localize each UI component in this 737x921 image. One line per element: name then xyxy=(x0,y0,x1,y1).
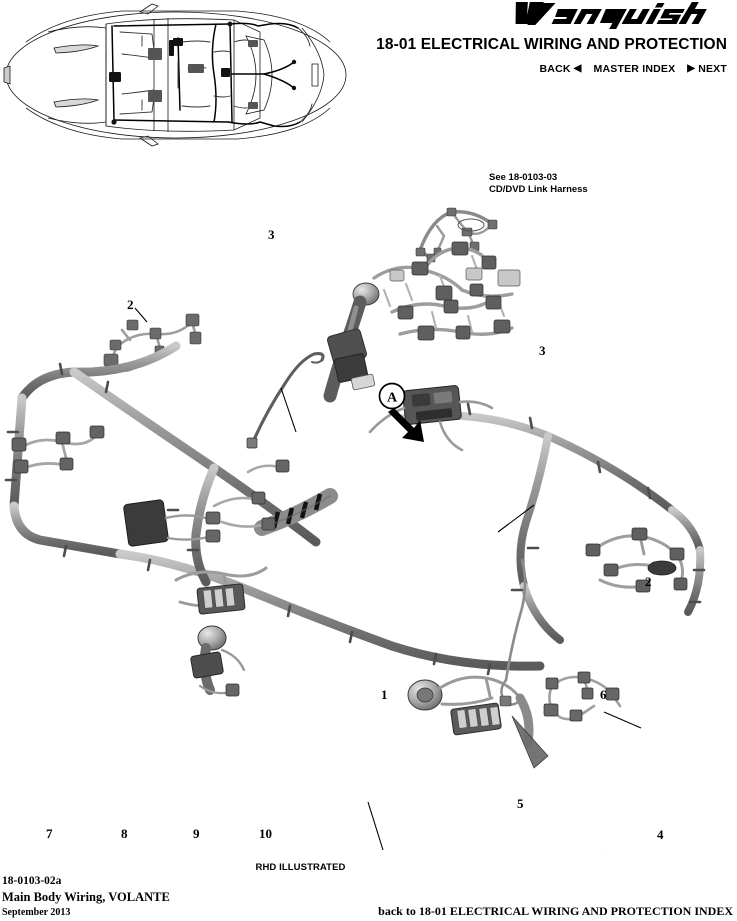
document-id: 18-0103-02a xyxy=(2,875,62,887)
harness-right-cluster xyxy=(585,527,688,593)
vehicle-locator-view xyxy=(3,3,347,147)
detail-marker-a-main: A xyxy=(378,382,424,442)
callout-2b: 2 xyxy=(645,574,652,589)
cd-dvd-reference-note: See 18-0103-03 CD/DVD Link Harness xyxy=(489,172,588,195)
harness-centre-connector-stack xyxy=(323,282,380,403)
harness-centre-junction xyxy=(368,385,494,452)
callout-leader-lines xyxy=(134,307,642,856)
rhd-illustrated-note: RHD ILLUSTRATED xyxy=(255,862,346,873)
harness-sub-assembly-2-right xyxy=(543,671,622,722)
vanquish-logo xyxy=(515,2,707,29)
harness-clip-stubs xyxy=(4,362,706,676)
callout-7: 7 xyxy=(46,826,53,841)
reference-note-line1: See 18-0103-03 xyxy=(489,172,558,183)
callout-3b: 3 xyxy=(539,343,546,358)
harness-floor-loom xyxy=(174,566,268,615)
page-footer: RHD ILLUSTRATED 18-0103-02a Main Body Wi… xyxy=(0,856,737,921)
callout-4: 4 xyxy=(657,827,664,842)
document-name: Main Body Wiring, VOLANTE xyxy=(2,890,170,904)
detail-arrow-icon xyxy=(388,408,424,442)
back-to-index-link[interactable]: back to 18-01 ELECTRICAL WIRING AND PROT… xyxy=(378,904,733,918)
callout-6: 6 xyxy=(600,687,607,702)
harness-right-thin-cable xyxy=(499,558,527,707)
detail-marker-a-label: A xyxy=(387,391,398,406)
page-title: 18-01 ELECTRICAL WIRING AND PROTECTION xyxy=(376,36,727,53)
callout-8: 8 xyxy=(121,826,128,841)
harness-upper-centre-cluster xyxy=(372,241,521,341)
cd-dvd-link-harness xyxy=(415,207,498,263)
main-wiring-diagram: A xyxy=(4,207,706,856)
harness-lower-centre-assembly xyxy=(407,675,549,769)
master-index-link[interactable]: MASTER INDEX xyxy=(593,63,676,76)
next-link[interactable]: NEXT xyxy=(698,63,727,76)
callout-5: 5 xyxy=(517,796,524,811)
harness-left-lower-cluster xyxy=(11,425,105,474)
next-arrow-icon[interactable]: ▶ xyxy=(687,63,696,75)
back-arrow-icon[interactable]: ◀ xyxy=(573,63,582,75)
back-link[interactable]: BACK xyxy=(539,63,571,76)
reference-note-line2: CD/DVD Link Harness xyxy=(489,183,588,195)
main-body-harness-trunk-right xyxy=(400,411,705,644)
navigation-bar: BACK◀ MASTER INDEX ▶NEXT xyxy=(540,63,727,75)
callout-9: 9 xyxy=(193,826,200,841)
harness-centre-left-cluster xyxy=(212,459,290,531)
harness-mid-junction-block xyxy=(123,499,221,547)
document-date: September 2013 xyxy=(2,907,71,918)
harness-lower-left-end xyxy=(190,625,246,697)
harness-branch-3-cable xyxy=(246,352,325,449)
callout-2a: 2 xyxy=(127,297,134,312)
callout-1: 1 xyxy=(381,687,388,702)
page-header: 18-01 ELECTRICAL WIRING AND PROTECTION B… xyxy=(0,0,737,96)
callout-3a: 3 xyxy=(268,227,275,242)
callout-10: 10 xyxy=(259,826,272,841)
